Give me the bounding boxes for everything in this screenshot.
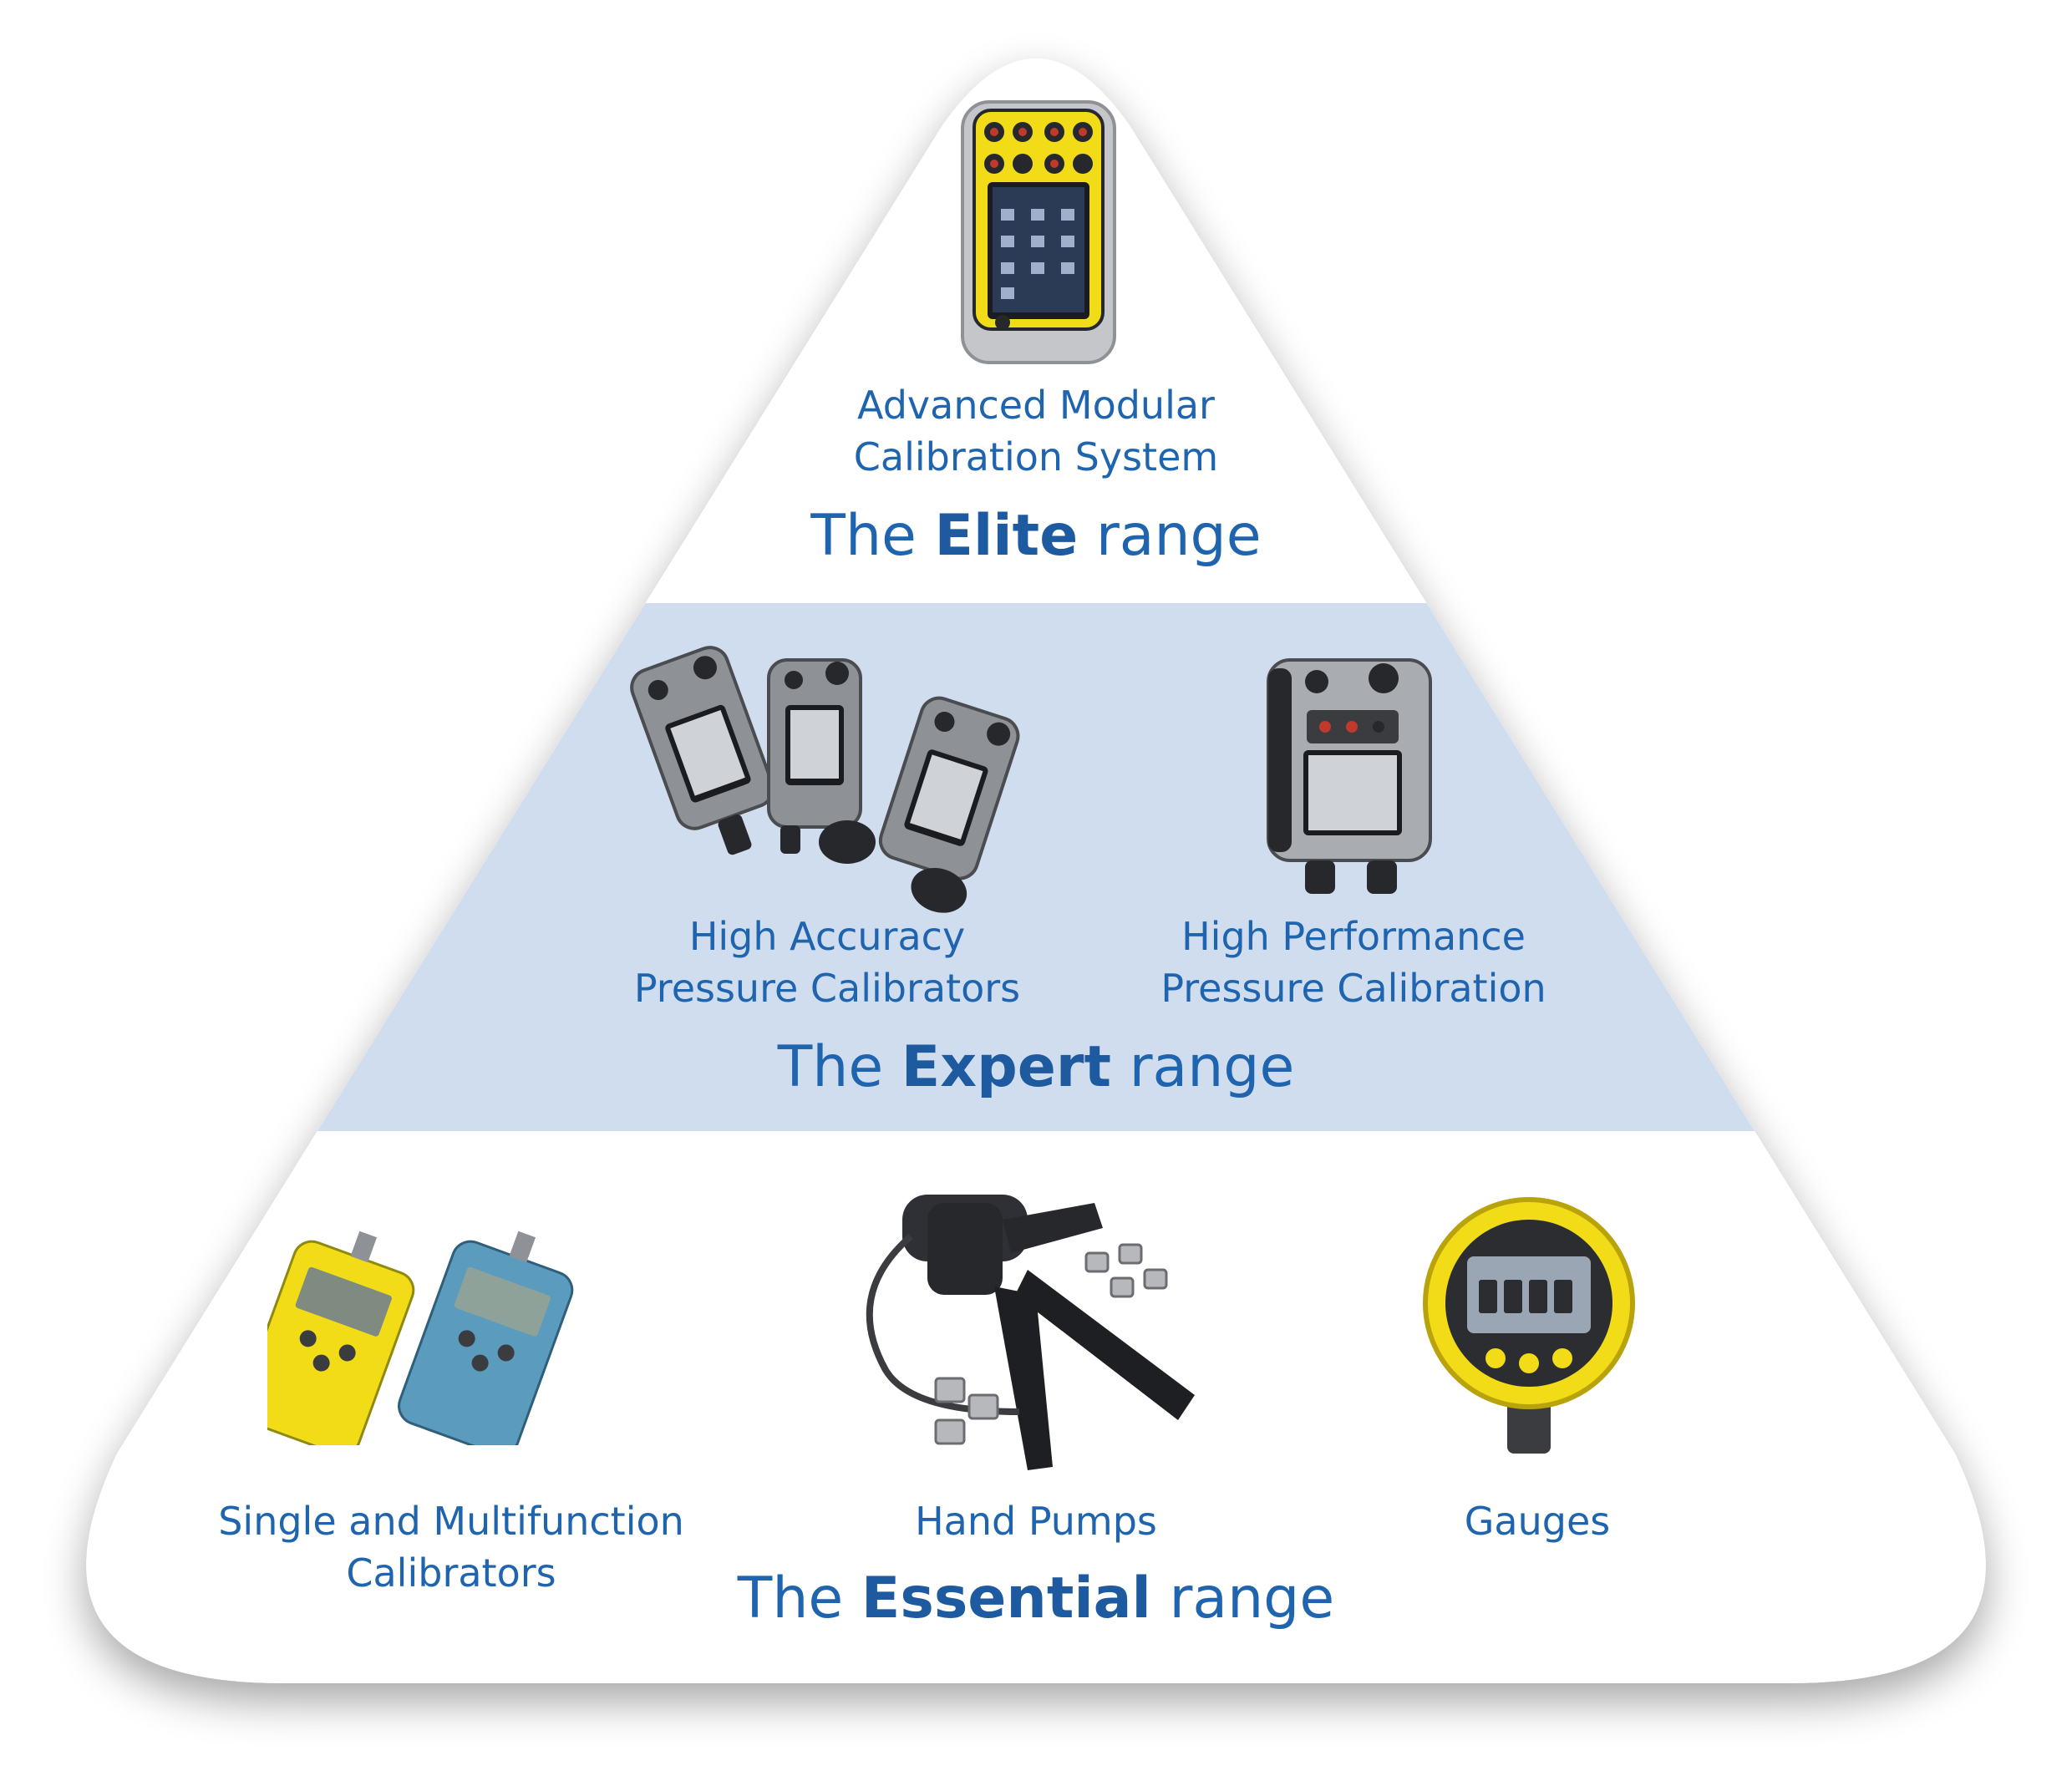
expert-calibrators-trio-icon — [630, 646, 1020, 913]
expert-rugged-calibrator-icon — [1267, 658, 1432, 894]
elite-range-title: The Elite range — [810, 503, 1262, 569]
expert-product-label-0: High Accuracy Pressure Calibrators — [633, 914, 1021, 1011]
essential-handheld-calibrators-icon — [267, 1231, 574, 1445]
essential-range-title: The Essential range — [737, 1565, 1335, 1631]
essential-hand-pump-icon — [866, 1195, 1195, 1470]
essential-product-label-1: Hand Pumps — [915, 1499, 1157, 1544]
expert-range-title: The Expert range — [777, 1034, 1295, 1100]
elite-calibrator-icon — [961, 100, 1116, 364]
essential-product-label-2: Gauges — [1464, 1499, 1611, 1544]
essential-digital-gauge-icon — [1423, 1197, 1635, 1454]
essential-product-label-0: Single and Multifunction Calibrators — [218, 1499, 684, 1596]
elite-product-label: Advanced Modular Calibration System — [853, 383, 1219, 480]
expert-product-label-1: High Performance Pressure Calibration — [1160, 914, 1546, 1011]
